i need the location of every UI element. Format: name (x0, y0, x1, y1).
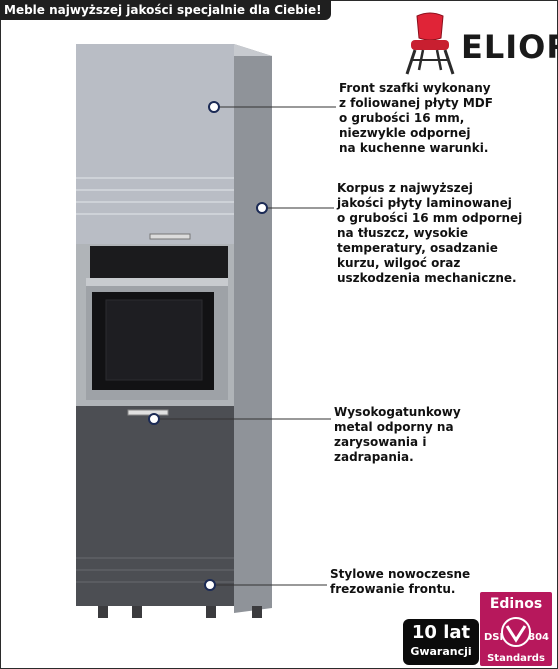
callout-front: Front szafki wykonany z foliowanej płyty… (339, 81, 493, 155)
warranty-label: Gwarancji (410, 645, 472, 658)
certificate-prefix: DSI (484, 632, 504, 643)
lower-handle (127, 409, 169, 416)
promo-banner: Meble najwyższej jakości specjalnie dla … (0, 0, 331, 20)
oven-control-panel (90, 246, 228, 278)
warranty-badge: 10 lat Gwarancji (403, 619, 479, 665)
certificate-check-icon (501, 617, 531, 647)
cabinet-illustration (76, 44, 272, 618)
callout-handle: Wysokogatunkowy metal odporny na zarysow… (334, 405, 461, 464)
brand-name: ELIOR (461, 28, 558, 66)
certificate-badge: Edinos DSI 804 Standards (480, 592, 552, 666)
upper-front (76, 44, 234, 244)
lower-front (76, 406, 234, 606)
certificate-number: 804 (528, 632, 549, 643)
certificate-name: Edinos (489, 596, 543, 612)
cabinet-side (234, 44, 272, 613)
certificate-standards: Standards (487, 653, 545, 664)
callout-milling: Stylowe nowoczesne frezowanie frontu. (330, 567, 471, 596)
warranty-years: 10 lat (411, 622, 471, 643)
chair-icon (405, 12, 455, 75)
brand-logo: ELIOR (401, 12, 558, 78)
callout-body: Korpus z najwyższej jakości płyty lamino… (337, 181, 523, 285)
upper-handle (149, 233, 191, 240)
